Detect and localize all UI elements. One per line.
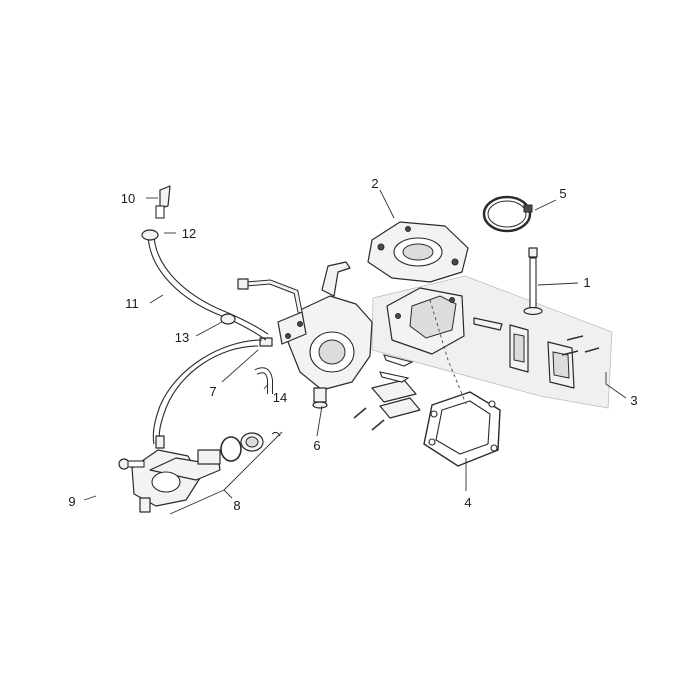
callout-7: 7	[209, 384, 216, 399]
stud-bolt	[523, 247, 543, 316]
callout-12: 12	[182, 226, 196, 241]
fuel-pump	[131, 431, 281, 513]
callouts: 2 5 1 3 4 6 7 8 9 10 12 11 13 14	[68, 176, 637, 513]
fuel-hose	[147, 235, 267, 341]
callout-9: 9	[68, 494, 75, 509]
flange-gasket	[423, 391, 501, 467]
callout-11: 11	[125, 296, 139, 311]
callout-8: 8	[233, 498, 240, 513]
hose-clamp	[482, 195, 533, 233]
callout-14: 14	[273, 390, 287, 405]
callout-5: 5	[559, 186, 566, 201]
reed-screws	[353, 335, 600, 431]
callout-13: 13	[175, 330, 189, 345]
callout-2: 2	[371, 176, 378, 191]
reed-valve-block	[386, 287, 465, 355]
vacuum-hose	[158, 345, 259, 445]
carburetor	[237, 261, 373, 409]
leader-lines	[83, 189, 627, 515]
reed-stoppers	[371, 354, 421, 419]
callout-6: 6	[313, 438, 320, 453]
hose-clip-lower	[220, 313, 236, 325]
callout-3: 3	[630, 393, 637, 408]
intake-manifold	[367, 221, 469, 283]
hose-connector	[259, 337, 273, 347]
callout-4: 4	[464, 495, 471, 510]
hose-clip-upper	[141, 229, 159, 241]
callout-1: 1	[583, 275, 590, 290]
pump-screw	[118, 458, 145, 470]
assembly-axis	[429, 299, 467, 405]
fuel-tap-fitting	[155, 185, 171, 219]
callout-10: 10	[121, 191, 135, 206]
